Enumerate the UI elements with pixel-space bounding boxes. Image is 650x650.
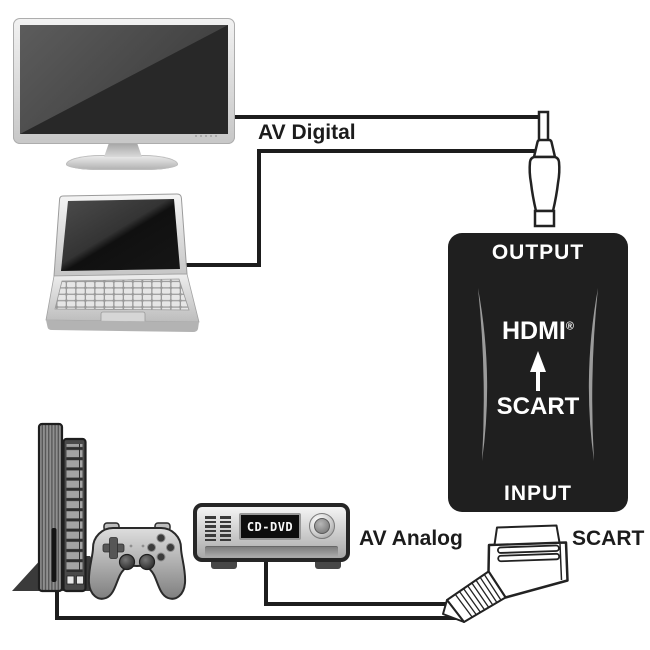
- controller-button: [166, 543, 175, 552]
- dvd-vents: [220, 516, 231, 541]
- av-analog-label: AV Analog: [359, 527, 463, 550]
- laptop-front-edge: [46, 320, 199, 332]
- scart-plug-icon: [442, 524, 569, 623]
- controller-select-button: [129, 544, 133, 548]
- scart-cable-label: SCART: [572, 527, 645, 550]
- controller-start-button: [141, 544, 145, 548]
- dvd-display-text: CD-DVD: [246, 519, 294, 534]
- scart-slot: [497, 552, 561, 563]
- converter-scart-label: SCART: [496, 393, 580, 420]
- cable-console-to-scart: [55, 616, 463, 620]
- dvd-display: CD-DVD: [239, 513, 301, 540]
- right-curve-decoration: [588, 288, 598, 461]
- dvd-knob: [309, 513, 335, 539]
- dvd-body: CD-DVD: [193, 503, 350, 562]
- scart-head: [493, 524, 561, 546]
- cable-dvd-to-scart: [264, 602, 460, 606]
- dvd-disc-tray: [205, 546, 338, 557]
- game-console-icon: [12, 422, 111, 593]
- controller-dpad: [109, 537, 118, 559]
- registered-mark: ®: [565, 320, 574, 333]
- converter-output-label: OUTPUT: [491, 241, 585, 264]
- scart-strain-relief-ribs: [454, 573, 502, 618]
- dvd-vents: [205, 516, 216, 541]
- controller-analog-stick: [138, 553, 156, 571]
- laptop-keyboard: [54, 278, 190, 311]
- hdmi-plug-body: [528, 155, 561, 213]
- up-arrow-icon: [530, 351, 546, 391]
- console-slot: [51, 528, 57, 582]
- monitor-screen-glare: [20, 25, 228, 134]
- console-port: [66, 575, 75, 585]
- hdmi-plug-neck: [532, 138, 557, 159]
- hdmi-plug-icon: [528, 110, 561, 228]
- dvd-player-icon: CD-DVD: [193, 503, 350, 573]
- scart-body-edge-line: [559, 543, 563, 581]
- scart-hdmi-converter-box: OUTPUT HDMI® SCART INPUT: [448, 233, 628, 512]
- laptop-screen: [61, 199, 180, 271]
- controller-button: [156, 552, 166, 562]
- converter-side-curves: [478, 288, 598, 461]
- cable-laptop-horizontal: [183, 263, 261, 267]
- controller-body: [87, 527, 187, 600]
- cable-dvd-vertical: [264, 560, 268, 606]
- game-controller-icon: [87, 522, 187, 600]
- monitor-stand: [104, 144, 142, 157]
- monitor-control-buttons: [195, 135, 217, 137]
- laptop-icon: [45, 193, 200, 332]
- cable-console-vertical: [55, 589, 59, 620]
- converter-hdmi-label: HDMI®: [502, 317, 574, 345]
- scart-slot: [497, 544, 560, 554]
- controller-button: [147, 543, 156, 552]
- monitor-screen: [20, 25, 228, 134]
- console-port: [76, 575, 84, 585]
- hdmi-plug-tip: [533, 209, 556, 228]
- console-grille: [66, 444, 83, 572]
- left-curve-decoration: [478, 288, 488, 461]
- scart-cable-entry: [442, 599, 465, 623]
- converter-input-label: INPUT: [504, 482, 572, 505]
- monitor-base: [66, 155, 178, 170]
- av-digital-label: AV Digital: [258, 121, 356, 144]
- cable-monitor-to-hdmi: [232, 115, 542, 119]
- controller-button: [156, 533, 166, 543]
- cable-laptop-to-hdmi: [257, 149, 535, 153]
- controller-analog-stick: [118, 553, 136, 571]
- console-left-tower: [37, 422, 64, 593]
- cable-laptop-vertical: [257, 151, 261, 267]
